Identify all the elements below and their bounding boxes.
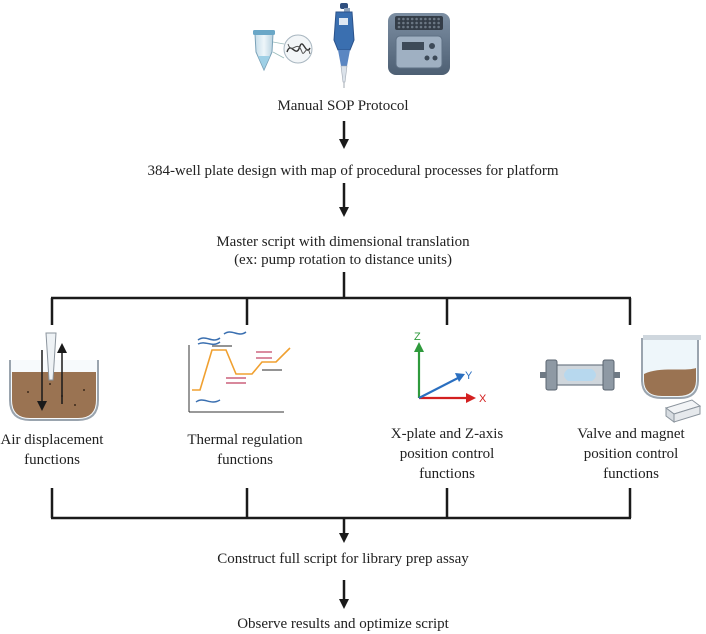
function-label-line: X-plate and Z-axis [390, 426, 504, 442]
function-xz-position-control: X-plate and Z-axis position control func… [372, 424, 522, 484]
microtube-icon [253, 30, 275, 72]
function-label-line: functions [217, 452, 273, 468]
magnet-beaker-icon [641, 335, 702, 423]
xyz-axes-icon: Z X Y [414, 331, 487, 405]
function-label-line: Valve and magnet [577, 426, 685, 442]
function-label-line: Air displacement [0, 432, 104, 448]
branch-connectors [50, 272, 632, 520]
step-master-script-line2: (ex: pump rotation to distance units) [234, 252, 452, 268]
pcr-temperature-profile-icon [188, 331, 291, 413]
function-thermal-regulation: Thermal regulation functions [170, 430, 320, 470]
dna-strand-icon [272, 34, 313, 64]
function-air-displacement: Air displacement functions [0, 430, 104, 470]
pipette-in-well-icon [9, 332, 99, 421]
function-label-line: functions [419, 466, 475, 482]
micropipette-icon [333, 3, 355, 88]
function-label-line: functions [24, 452, 80, 468]
function-valve-magnet-control: Valve and magnet position control functi… [556, 424, 706, 484]
function-label-line: position control [399, 446, 495, 462]
step-master-script-line1: Master script with dimensional translati… [216, 234, 470, 250]
valve-tube-icon [540, 359, 620, 391]
axis-label-x: X [479, 393, 487, 405]
step-plate-design: 384-well plate design with map of proced… [147, 163, 559, 179]
function-label-line: position control [583, 446, 679, 462]
step-observe-optimize: Observe results and optimize script [237, 616, 449, 632]
axis-label-y: Y [465, 370, 473, 382]
thermocycler-icon [388, 13, 450, 75]
function-label-line: Thermal regulation [187, 432, 303, 448]
step-construct-script: Construct full script for library prep a… [217, 551, 469, 567]
axis-label-z: Z [414, 331, 421, 343]
step-manual-sop: Manual SOP Protocol [277, 98, 409, 114]
function-label-line: functions [603, 466, 659, 482]
